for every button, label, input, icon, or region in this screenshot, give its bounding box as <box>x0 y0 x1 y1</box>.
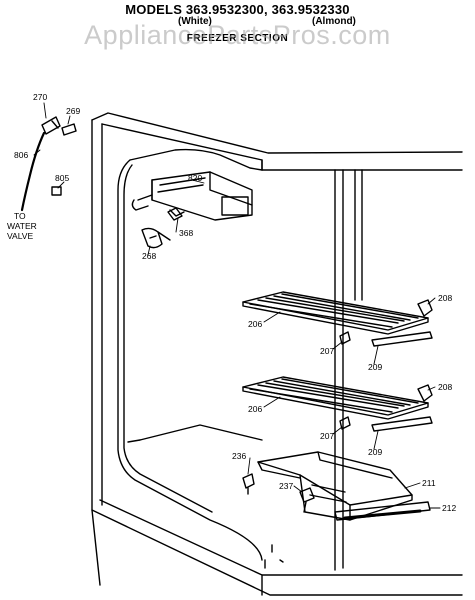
callout-805: 805 <box>55 173 69 183</box>
callout-237: 237 <box>279 481 293 491</box>
callout-212: 212 <box>442 503 456 513</box>
section-title: FREEZER SECTION <box>186 33 289 44</box>
callout-to: TO <box>14 211 26 221</box>
rail-212 <box>334 501 431 521</box>
ice-maker-820 <box>131 171 253 221</box>
variant-white: (White) <box>178 16 212 27</box>
part-236 <box>242 473 255 495</box>
callout-806: 806 <box>14 150 28 160</box>
callout-valve: VALVE <box>7 231 33 241</box>
cabinet-shell <box>91 112 463 596</box>
callout-208-lower: 208 <box>438 382 452 392</box>
callout-820: 820 <box>188 173 202 183</box>
callout-207-upper: 207 <box>320 346 334 356</box>
variant-almond: (Almond) <box>312 16 356 27</box>
callout-209-upper: 209 <box>368 362 382 372</box>
callout-208-upper: 208 <box>438 293 452 303</box>
callout-236: 236 <box>232 451 246 461</box>
callout-268: 268 <box>142 251 156 261</box>
callout-water: WATER <box>7 221 37 231</box>
callout-270: 270 <box>33 92 47 102</box>
models-title: MODELS 363.9532300, 363.9532330 <box>125 2 350 17</box>
callout-368: 368 <box>179 228 193 238</box>
callout-206-upper: 206 <box>248 319 262 329</box>
shelf-lower <box>242 376 433 432</box>
water-line <box>20 116 77 212</box>
callout-211: 211 <box>422 478 436 488</box>
part-368 <box>167 207 183 221</box>
leader-lines <box>33 102 441 509</box>
part-268-fill-cup <box>141 227 171 249</box>
part-237 <box>299 487 315 513</box>
shelf-upper <box>242 291 433 347</box>
callout-209-lower: 209 <box>368 447 382 457</box>
callout-labels: 270 269 806 805 TO WATER VALVE 820 368 2… <box>7 92 456 513</box>
callout-207-lower: 207 <box>320 431 334 441</box>
callout-269: 269 <box>66 106 80 116</box>
callout-206-lower: 206 <box>248 404 262 414</box>
